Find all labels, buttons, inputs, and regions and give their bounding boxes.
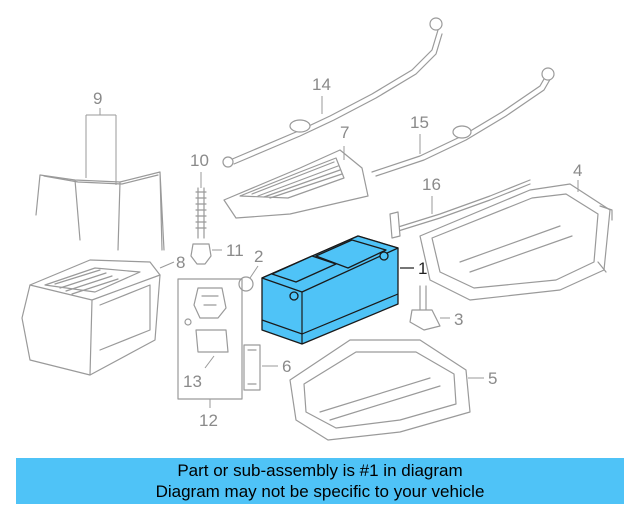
battery-lid-right — [315, 239, 387, 269]
callout-2: 2 — [254, 247, 263, 266]
part-15-cable — [371, 67, 555, 177]
part-1-battery[interactable] — [261, 235, 399, 345]
leader-8 — [159, 261, 175, 269]
callout-5: 5 — [488, 369, 497, 388]
part-4-tray — [419, 183, 613, 301]
leader-2 — [249, 265, 259, 279]
battery-terminal-neg — [289, 291, 299, 301]
battery-base-line — [261, 293, 399, 335]
callout-15: 15 — [410, 113, 429, 132]
callout-16: 16 — [422, 175, 441, 194]
callout-13: 13 — [183, 372, 202, 391]
parts-diagram: 9 8 10 11 2 12 13 6 — [21, 17, 613, 441]
callout-4: 4 — [573, 161, 582, 180]
callout-14: 14 — [312, 75, 331, 94]
part-8-fuse-box — [21, 259, 161, 376]
callout-7: 7 — [340, 123, 349, 142]
part-14-cable — [222, 17, 443, 168]
callout-12: 12 — [199, 411, 218, 430]
part-11-nut — [190, 243, 212, 265]
banner-line-1: Part or sub-assembly is #1 in diagram — [177, 461, 463, 480]
callout-3: 3 — [454, 310, 463, 329]
callout-6: 6 — [282, 357, 291, 376]
callout-10: 10 — [190, 151, 209, 170]
part-16-cable — [389, 179, 531, 239]
part-9-bracket — [35, 171, 165, 251]
part-3-holddown — [409, 285, 441, 331]
leader-13 — [204, 355, 215, 369]
info-banner: Part or sub-assembly is #1 in diagram Di… — [16, 458, 624, 504]
callout-11: 11 — [226, 241, 244, 260]
callout-1: 1 — [418, 259, 427, 278]
part-7-cover — [223, 149, 369, 219]
banner-line-2: Diagram may not be specific to your vehi… — [155, 482, 485, 501]
part-10-bolt — [195, 187, 207, 239]
part-6-strap — [243, 344, 261, 391]
part-5-lower-tray — [289, 339, 471, 441]
callout-8: 8 — [176, 253, 185, 272]
battery-terminal-pos — [379, 251, 389, 261]
callout-9: 9 — [93, 89, 102, 108]
